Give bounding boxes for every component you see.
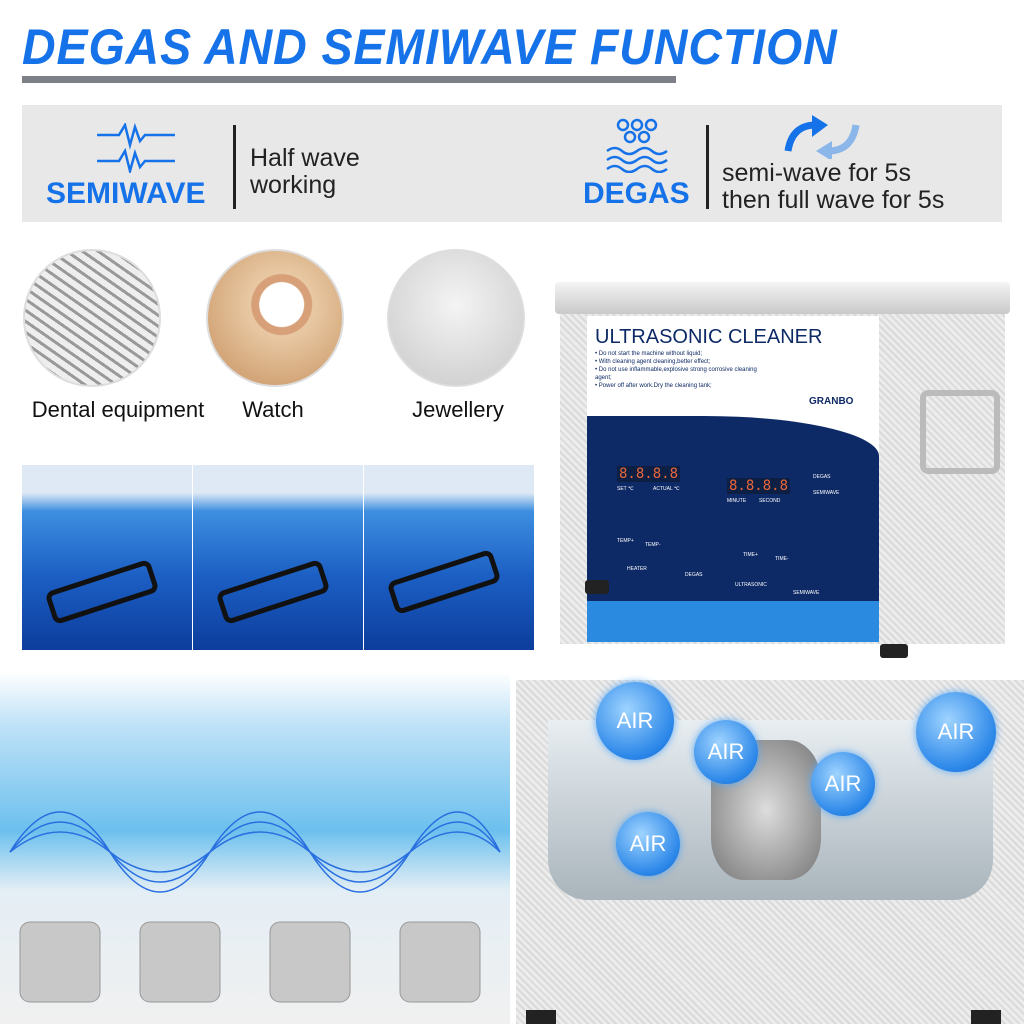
display-label-set-temp: SET ℃ bbox=[617, 486, 634, 492]
feature-banner: SEMIWAVE Half wave working DEGAS semi-wa… bbox=[22, 105, 1002, 222]
display-label-second: SECOND bbox=[759, 498, 781, 504]
button-semiwave: SEMIWAVE bbox=[793, 590, 820, 596]
handle bbox=[920, 390, 1000, 474]
button-time-minus: TIME- bbox=[775, 556, 789, 562]
water-panel bbox=[364, 465, 534, 650]
degas-desc-2: then full wave for 5s bbox=[722, 186, 945, 214]
semiwave-desc-2: working bbox=[250, 171, 337, 199]
jewellery-image bbox=[387, 249, 525, 387]
cleaner-title: ULTRASONIC CLEANER bbox=[595, 326, 823, 348]
button-degas: DEGAS bbox=[685, 572, 703, 578]
degas-illustration: AIR AIR AIR AIR AIR bbox=[516, 680, 1024, 1024]
display-label-actual-temp: ACTUAL ℃ bbox=[653, 486, 680, 492]
wave-pulse-icon bbox=[97, 123, 175, 173]
air-bubble: AIR bbox=[596, 682, 674, 760]
title-underline bbox=[22, 76, 676, 83]
semiwave-desc-1: Half wave bbox=[250, 144, 360, 172]
warning-text: • Do not use inflammable,explosive stron… bbox=[595, 367, 757, 381]
button-time-plus: TIME+ bbox=[743, 552, 758, 558]
air-bubble: AIR bbox=[916, 692, 996, 772]
page-title: DEGAS AND SEMIWAVE FUNCTION bbox=[22, 19, 838, 75]
water-panel bbox=[22, 465, 192, 650]
watch-image bbox=[206, 249, 344, 387]
app-label: Jewellery bbox=[412, 397, 504, 422]
semiwave-illustration bbox=[0, 672, 510, 1024]
bubbles-wave-icon bbox=[606, 118, 668, 173]
time-display: 8.8.8.8 bbox=[727, 478, 791, 494]
temperature-display: 8.8.8.8 bbox=[617, 466, 681, 482]
divider bbox=[706, 125, 709, 209]
ultrasonic-cleaner-image: ULTRASONIC CLEANER • Do not start the ma… bbox=[555, 282, 1010, 658]
warning-text: • Do not start the machine without liqui… bbox=[595, 351, 703, 357]
button-temp-plus: TEMP+ bbox=[617, 538, 634, 544]
degas-desc-1: semi-wave for 5s bbox=[722, 159, 911, 187]
dental-equipment-image bbox=[23, 249, 161, 387]
warning-text: • With cleaning agent cleaning,better ef… bbox=[595, 359, 711, 365]
button-ultrasonic: ULTRASONIC bbox=[735, 582, 767, 588]
button-heater: HEATER bbox=[627, 566, 647, 572]
glasses-image bbox=[386, 548, 502, 616]
brand-logo: GRANBO bbox=[809, 396, 854, 407]
button-temp-minus: TEMP- bbox=[645, 542, 661, 548]
divider bbox=[233, 125, 236, 209]
water-panel bbox=[193, 465, 363, 650]
refresh-arrows-icon bbox=[784, 115, 860, 159]
app-label: Watch bbox=[242, 397, 304, 422]
glasses-image bbox=[44, 558, 160, 626]
semiwave-label: SEMIWAVE bbox=[46, 177, 206, 210]
wave-lines bbox=[9, 811, 501, 1003]
air-bubble: AIR bbox=[616, 812, 680, 876]
air-bubble: AIR bbox=[694, 720, 758, 784]
app-label: Dental equipment bbox=[31, 397, 205, 422]
display-label-minute: MINUTE bbox=[727, 498, 747, 504]
indicator-semiwave: SEMIWAVE bbox=[813, 490, 840, 496]
air-bubble: AIR bbox=[811, 752, 875, 816]
warning-text: • Power off after work.Dry the cleaning … bbox=[595, 383, 712, 389]
degas-label: DEGAS bbox=[583, 177, 690, 210]
glasses-image bbox=[215, 558, 331, 626]
indicator-degas: DEGAS bbox=[813, 474, 831, 480]
